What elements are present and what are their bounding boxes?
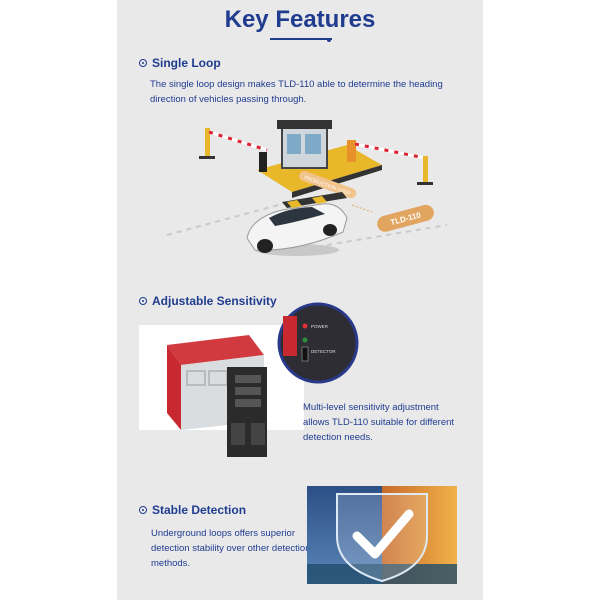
device-connector-slot	[235, 399, 261, 407]
feature-description-adjustable-sensitivity: Multi-level sensitivity adjustment allow…	[303, 400, 481, 445]
road-dash-line	[326, 224, 448, 246]
barrier-arm-right-stripes	[354, 142, 426, 160]
checkmark-icon	[352, 509, 414, 559]
connector-line	[351, 204, 373, 213]
parking-barrier-illustration: PRODUCTION LOOP TLD-110	[166, 120, 448, 256]
inset-red-housing	[283, 316, 297, 356]
loop-label-tag	[299, 171, 357, 199]
road-dash-line	[166, 199, 298, 236]
weather-shield-illustration	[307, 486, 457, 584]
sea-waves	[307, 564, 457, 584]
text-line: Multi-level sensitivity adjustment	[303, 402, 439, 413]
text-line: allows TLD-110 suitable for different	[303, 417, 455, 428]
device-connector-slot	[235, 387, 261, 395]
booth-roof	[277, 120, 332, 129]
detector-label: DETECTOR	[311, 349, 336, 354]
target-bullet-icon	[139, 297, 147, 305]
feature-description-stable-detection: Underground loops offers superior detect…	[151, 526, 311, 571]
car-wheel	[323, 224, 337, 236]
barrier-arm-left-stripes	[208, 130, 268, 152]
car-body	[246, 203, 348, 251]
booth-window	[287, 134, 301, 154]
feature-heading-label: Adjustable Sensitivity	[152, 294, 277, 308]
feature-heading-stable-detection: Stable Detection	[139, 503, 246, 517]
device-connector-slot	[235, 375, 261, 383]
device-side	[167, 345, 181, 430]
text-line: Underground loops offers superior	[151, 528, 295, 539]
barrier-gate-box	[259, 152, 267, 172]
title-underline	[270, 38, 332, 40]
feature-description-single-loop: The single loop design makes TLD-110 abl…	[150, 77, 480, 107]
device-clip	[231, 423, 245, 445]
device-clip	[251, 423, 265, 445]
power-led-icon	[302, 323, 308, 329]
text-line: methods.	[151, 558, 191, 569]
device-closeup-inset: POWER DETECTOR	[277, 302, 359, 384]
barrier-base-left	[199, 156, 215, 159]
car-wheel	[257, 239, 273, 253]
loop-stripe	[287, 200, 302, 208]
text-line: direction of vehicles passing through.	[150, 94, 307, 105]
barrier-post-right	[423, 156, 428, 184]
car-windshield	[269, 207, 325, 226]
title-underline-dot	[327, 38, 331, 42]
sensitivity-switch-icon	[301, 346, 309, 362]
detector-device-illustration	[139, 325, 304, 457]
power-label: POWER	[311, 324, 329, 329]
feature-heading-label: Single Loop	[152, 56, 221, 70]
barrier-base-right	[417, 182, 433, 185]
target-bullet-icon	[139, 506, 147, 514]
booth-window	[305, 134, 321, 154]
feature-heading-label: Stable Detection	[152, 503, 247, 517]
barrier-post-left	[205, 128, 210, 158]
text-line: The single loop design makes TLD-110 abl…	[150, 79, 443, 90]
device-label-box	[186, 370, 206, 386]
inset-circle	[277, 302, 359, 384]
island-edge	[292, 165, 382, 198]
text-line: detection needs.	[303, 432, 373, 443]
key-features-panel: Key Features Single Loop The single loop…	[117, 0, 483, 600]
loop-stripe	[312, 196, 327, 204]
page-title: Key Features	[224, 6, 376, 33]
detect-led-icon	[302, 337, 308, 343]
device-top	[167, 335, 264, 365]
barrier-gate-box	[347, 140, 356, 162]
tld-110-tag	[377, 204, 434, 232]
text-line: detection stability over other detection	[151, 543, 311, 554]
feature-heading-single-loop: Single Loop	[139, 56, 221, 70]
feature-heading-adjustable-sensitivity: Adjustable Sensitivity	[139, 294, 277, 308]
target-bullet-icon	[139, 59, 147, 67]
